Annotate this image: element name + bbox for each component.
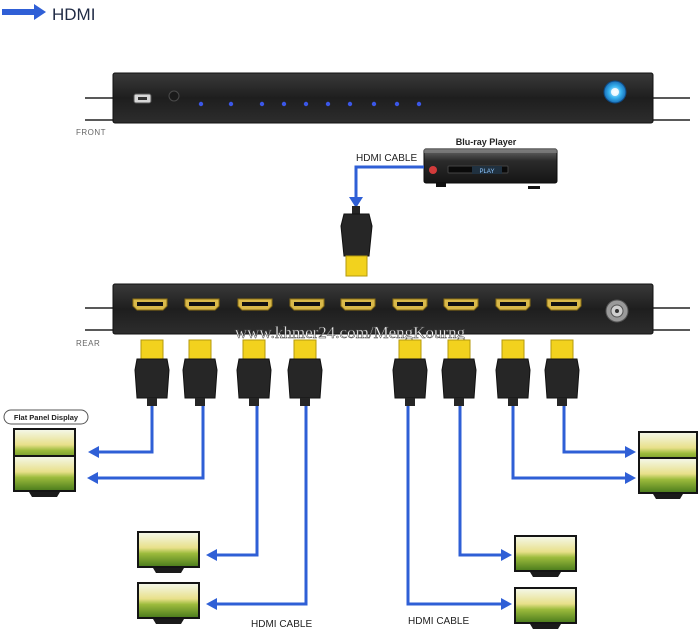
flat-panel-display	[137, 582, 200, 624]
hdmi-plug	[392, 339, 428, 406]
ir-sensor	[168, 90, 180, 102]
hdmi-plug	[495, 339, 531, 406]
hdmi-plug	[182, 339, 218, 406]
output-cables	[97, 403, 626, 606]
rear-panel: REAR	[76, 283, 690, 348]
player-screen-text: PLAY	[480, 169, 495, 175]
legend: HDMI	[2, 4, 95, 24]
front-label: FRONT	[76, 128, 106, 137]
hdmi-plug	[134, 339, 170, 406]
player-display	[472, 166, 502, 174]
hdmi-plug	[287, 339, 323, 406]
legend-arrow-icon	[2, 4, 46, 20]
legend-label: HDMI	[52, 5, 95, 24]
watermark: www.khmer24.com/MengKourng	[235, 323, 466, 342]
player-power-button-icon	[429, 166, 437, 174]
flat-panel-display	[514, 587, 577, 629]
output-hdmi-plugs	[134, 339, 580, 406]
hdmi-plug	[236, 339, 272, 406]
flat-panel-display	[514, 535, 577, 577]
dc-power-jack-icon	[605, 299, 629, 323]
flat-panel-display	[638, 457, 698, 499]
input-hdmi-plug	[345, 255, 368, 277]
flat-panel-display	[13, 455, 76, 497]
hdmi-plug	[544, 339, 580, 406]
blu-ray-player: Blu-ray Player PLAY	[423, 137, 558, 189]
output-arrowheads	[87, 446, 636, 610]
flat-panel-badge: Flat Panel Display	[3, 409, 89, 425]
front-led-row	[198, 101, 422, 107]
flat-panel-display	[137, 531, 200, 573]
flat-panel-label: Flat Panel Display	[14, 413, 79, 422]
input-cable-label: HDMI CABLE	[356, 153, 417, 164]
front-panel: FRONT	[76, 72, 690, 137]
bottom-right-cable-label: HDMI CABLE	[408, 616, 469, 627]
flat-panel-displays	[13, 428, 698, 629]
input-cable: HDMI CABLE	[340, 153, 424, 277]
hdmi-plug	[441, 339, 477, 406]
rear-hdmi-ports	[132, 298, 582, 311]
source-label: Blu-ray Player	[456, 137, 517, 147]
rear-label: REAR	[76, 339, 100, 348]
bottom-left-cable-label: HDMI CABLE	[251, 619, 312, 630]
